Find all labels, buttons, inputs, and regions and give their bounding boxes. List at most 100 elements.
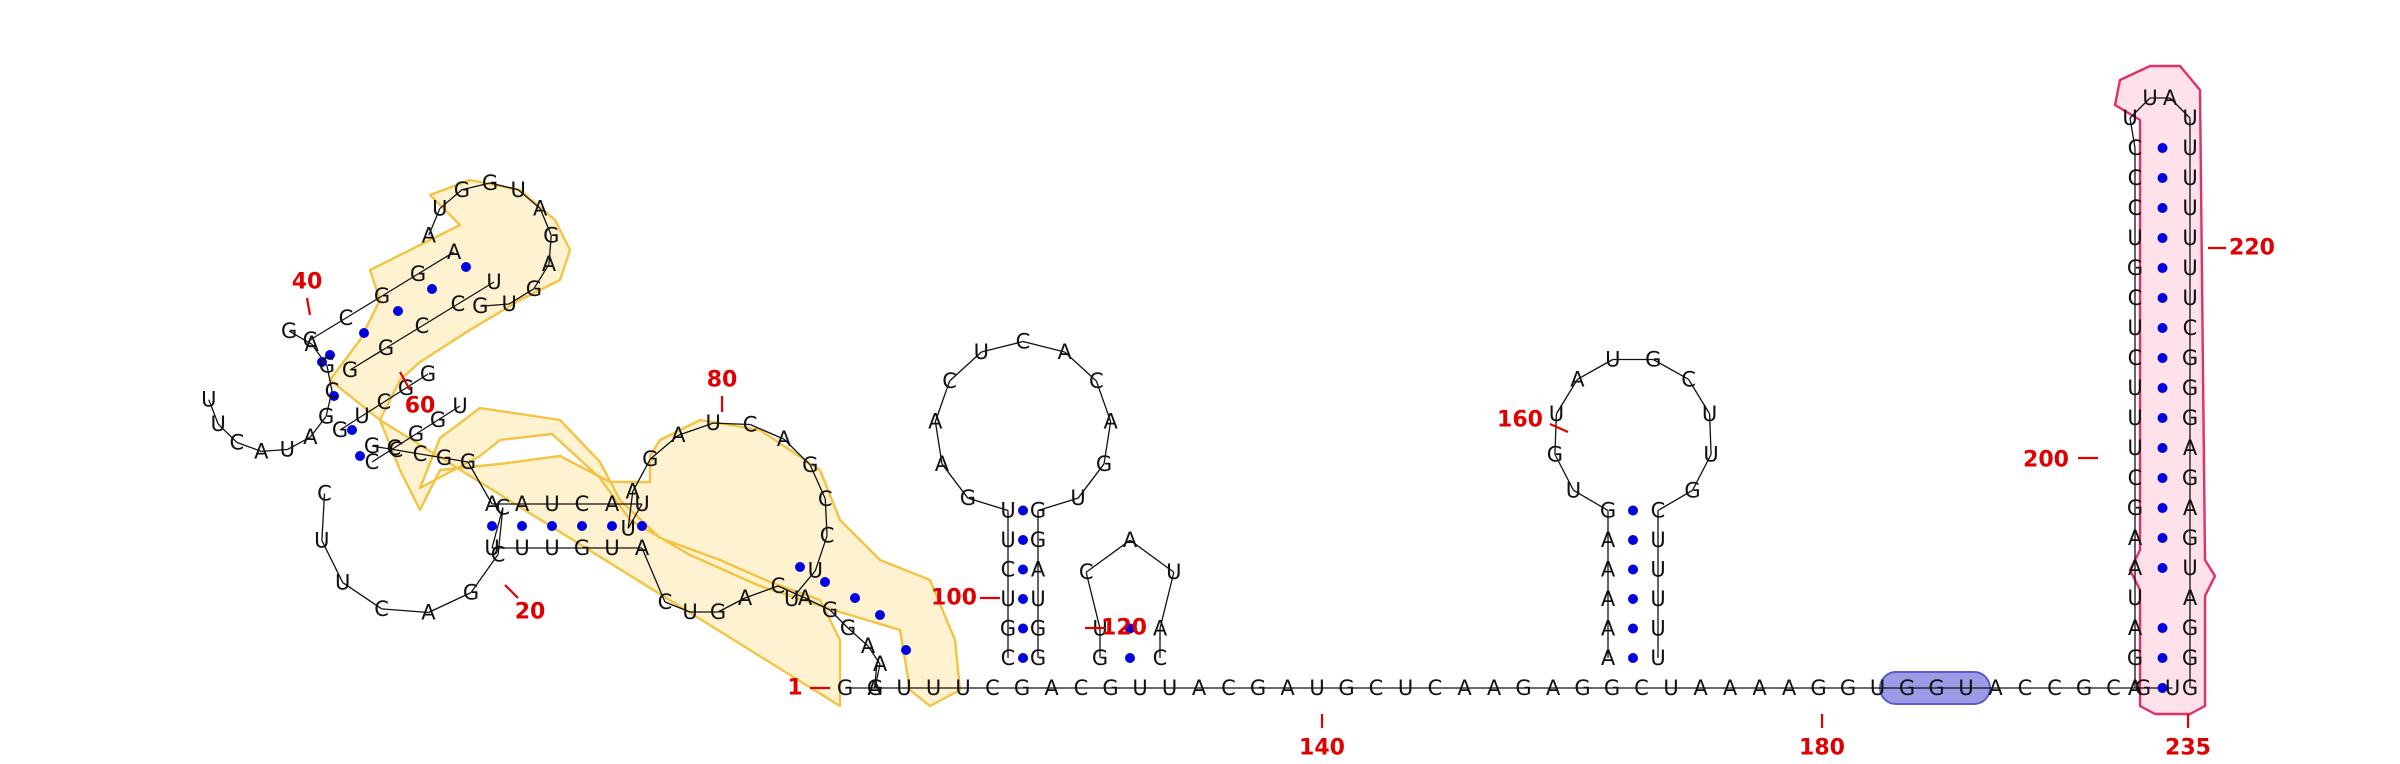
base-pair-dot <box>2157 293 2168 303</box>
hairpin-a-left-nucleotide: U <box>1000 499 1015 523</box>
right-loop-nucleotide: C <box>820 524 835 548</box>
backbone-bond <box>342 581 382 610</box>
strand-nucleotide: G <box>1338 676 1354 700</box>
backbone-bond <box>467 461 493 505</box>
backbone-bond <box>1573 489 1609 512</box>
strand-nucleotide: G <box>1899 676 1915 700</box>
backbone-bond <box>428 208 441 236</box>
backbone-bond <box>2129 97 2151 119</box>
base-pair-dot <box>2157 383 2168 393</box>
right-loop-nucleotide: A <box>671 423 686 447</box>
hairpin-d-loop-nucleotide: U <box>2142 86 2157 110</box>
backbone-bond <box>321 540 344 583</box>
hairpin-d-right-nucleotide: G <box>2182 616 2198 640</box>
hairpin-c-left-nucleotide: A <box>1601 587 1616 611</box>
hairpin-d-left-nucleotide: C <box>2128 346 2143 370</box>
right-loop-nucleotide: G <box>642 447 658 471</box>
base-pair-dot <box>637 521 647 531</box>
hairpin-d-right-nucleotide: G <box>2182 406 2198 430</box>
backbone-bond <box>1129 539 1175 573</box>
base-pair-dot <box>1628 594 1638 604</box>
position-number: 220 <box>2229 236 2275 261</box>
strand-nucleotide: U <box>1958 676 1973 700</box>
lower-stem-top-nucleotide: A <box>605 492 620 516</box>
strand-nucleotide: U <box>896 676 911 700</box>
backbone-bond <box>480 303 510 307</box>
backbone-bond <box>777 585 806 599</box>
strand-nucleotide: C <box>985 676 1000 700</box>
hairpin-c-loop-nucleotide: G <box>1645 348 1661 372</box>
backbone-bond <box>804 597 831 611</box>
hairpin-d-right-nucleotide: G <box>2182 346 2198 370</box>
right-loop-nucleotide: U <box>784 587 799 611</box>
junction-nucleotide: C <box>413 442 428 466</box>
backbone-bond <box>1022 340 1065 353</box>
strand-nucleotide: A <box>1546 676 1561 700</box>
hairpin-a-left-nucleotide: G <box>1000 617 1016 641</box>
hairpin-a-right-nucleotide: G <box>1030 528 1046 552</box>
strand-nucleotide: U <box>1870 676 1885 700</box>
base-pair-dot <box>329 391 339 401</box>
base-pair-dot <box>2157 533 2168 543</box>
right-loop-nucleotide: C <box>818 487 833 511</box>
backbone-bond <box>1037 497 1079 512</box>
right-loop-bottom-nucleotide: C <box>658 590 673 614</box>
left-loop-nucleotide: C <box>374 597 389 621</box>
right-loop-bottom-nucleotide: G <box>867 676 883 700</box>
backbone-bond <box>867 645 881 665</box>
left-loop-nucleotide: C <box>496 496 511 520</box>
hairpin-a-left-nucleotide: U <box>1000 587 1015 611</box>
hairpin-b-right-nucleotide: C <box>1153 646 1168 670</box>
right-loop-bottom-nucleotide: A <box>738 586 753 610</box>
backbone-bonds <box>208 97 2191 689</box>
backbone-bond <box>1687 378 1711 415</box>
left-loop-nucleotide: U <box>335 571 350 595</box>
backbone-bond <box>1085 539 1131 573</box>
upper-stem-left-nucleotide: C <box>339 306 354 330</box>
right-loop-bottom-nucleotide: C <box>771 574 786 598</box>
left-bulge-nucleotide: G <box>281 319 297 343</box>
junction-nucleotide: C <box>389 438 404 462</box>
right-loop-nucleotide: U <box>808 559 823 583</box>
hairpin-d-left-nucleotide: U <box>2127 316 2142 340</box>
hairpin-d-loop-nucleotide: U <box>2122 106 2137 130</box>
backbone-bond <box>491 507 504 549</box>
backbone-bond <box>288 330 313 345</box>
highlight-domain-left <box>328 178 962 708</box>
base-pair-dot <box>317 357 327 367</box>
backbone-bond <box>664 601 691 613</box>
base-pair-dot <box>347 425 357 435</box>
backbone-bond <box>208 399 219 425</box>
base-pair-dot <box>461 262 471 272</box>
backbone-bond <box>457 281 495 305</box>
strand-nucleotide: U <box>1162 676 1177 700</box>
position-number: 60 <box>405 394 436 419</box>
stem2-right-nucleotide: U <box>452 394 467 418</box>
strand-nucleotide: C <box>1221 676 1236 700</box>
backbone-bond <box>824 498 828 536</box>
right-loop-bottom-nucleotide: A <box>861 634 876 658</box>
backbone-bond <box>321 493 326 541</box>
position-tick <box>504 584 519 599</box>
backbone-bond <box>381 608 429 614</box>
hairpin-c-left-nucleotide: A <box>1601 646 1616 670</box>
hairpin-d-left-nucleotide: C <box>2128 166 2143 190</box>
left-bulge-nucleotide: C <box>229 430 244 454</box>
strand-nucleotide: C <box>1074 676 1089 700</box>
position-number: 100 <box>931 586 977 611</box>
left-bulge-nucleotide: U <box>280 438 295 462</box>
backbone-bond <box>941 463 969 499</box>
hairpin-c-right-nucleotide: U <box>1650 528 1665 552</box>
base-pair-dot <box>1018 564 1028 575</box>
hairpin-d-right-nucleotide: G <box>2182 676 2198 700</box>
strand-nucleotide: A <box>1487 676 1502 700</box>
backbone-bond <box>713 422 751 426</box>
position-number: 20 <box>515 600 546 625</box>
backbone-bond <box>847 627 869 647</box>
hairpin-a-loop-nucleotide: A <box>1103 409 1118 433</box>
base-pair-dot <box>2157 443 2168 453</box>
left-loop-nucleotide: C <box>491 542 506 566</box>
backbone-bond <box>873 662 878 689</box>
